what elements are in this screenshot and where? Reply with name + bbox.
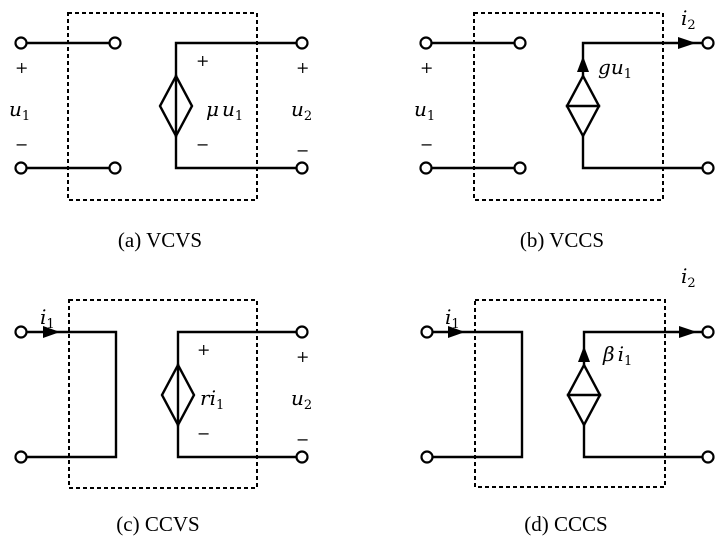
source-current-arrow [577,56,589,72]
caption-ccvs: (c) CCVS [116,512,199,536]
input-short-circuit-loop [19,330,118,459]
source-value-label: ri1 [200,386,224,413]
input-terminal-bottom [419,161,433,175]
input-terminal-bottom [14,161,28,175]
caption-vccs: (b) VCCS [520,228,604,252]
output-terminal-top [295,325,309,339]
input-current-label: i1 [40,305,55,332]
input-current-label: i1 [445,305,460,332]
output-terminal-bottom [701,161,715,175]
input-short-circuit-loop [425,330,524,459]
source-plus-sign: + [196,51,209,70]
control-terminal-bottom [513,161,527,175]
output-wires [174,41,304,170]
panel-ccvs: i1 + − ri1 + − u2 (c) CCVS [14,299,312,536]
input-minus-sign: − [420,135,433,154]
control-terminal-top [513,36,527,50]
output-current-label: i2 [681,264,696,291]
output-terminal-top [701,36,715,50]
input-terminal-top [419,36,433,50]
control-terminal-top [108,36,122,50]
output-current-label: i2 [681,6,696,33]
caption-vcvs: (a) VCVS [118,228,202,252]
output-plus-sign: + [296,58,309,77]
input-current-arrow [448,326,465,338]
output-terminal-bottom [701,450,715,464]
two-port-boundary [474,299,666,488]
output-voltage-label: u2 [291,386,312,413]
output-plus-sign: + [296,347,309,366]
input-plus-sign: + [420,58,433,77]
two-port-boundary [473,12,664,201]
output-current-arrow [678,37,696,49]
source-plus-sign: + [197,340,210,359]
output-terminal-bottom [295,450,309,464]
two-port-boundary [68,299,258,489]
output-minus-sign: − [296,430,309,449]
two-port-boundary [67,12,258,201]
output-terminal-bottom [295,161,309,175]
input-minus-sign: − [15,135,28,154]
caption-cccs: (d) CCCS [524,512,607,536]
input-voltage-label: u1 [414,97,435,124]
control-terminal-bottom [108,161,122,175]
input-terminal-bottom [14,450,28,464]
input-plus-sign: + [15,58,28,77]
output-current-arrow [679,326,697,338]
source-value-label: gu1 [598,55,632,82]
input-terminal-top [14,36,28,50]
panel-vccs: + − u1 gu1 i2 (b) VCCS [414,6,715,252]
output-terminal-top [295,36,309,50]
input-terminal-top [14,325,28,339]
input-terminal-bottom [420,450,434,464]
input-terminal-top [420,325,434,339]
output-terminal-top [701,325,715,339]
input-current-arrow [43,326,60,338]
output-voltage-label: u2 [291,97,312,124]
source-current-arrow [578,346,590,362]
source-minus-sign: − [196,135,209,154]
input-voltage-label: u1 [9,97,30,124]
output-minus-sign: − [296,141,309,160]
source-minus-sign: − [197,424,210,443]
